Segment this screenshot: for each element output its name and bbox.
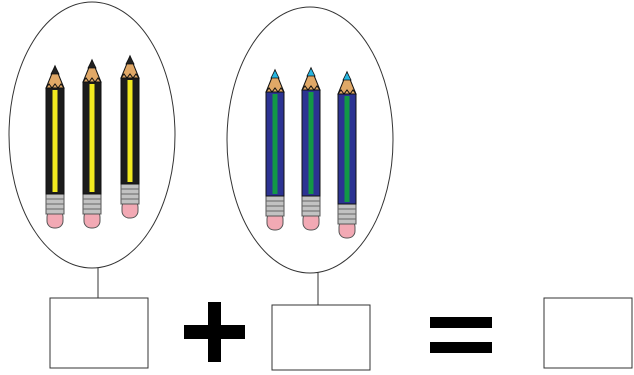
plus-sign — [184, 302, 245, 362]
right-pencil-group — [227, 7, 393, 305]
left-pencil-2 — [83, 60, 101, 228]
sum-box[interactable] — [544, 298, 632, 368]
left-pencil-3 — [121, 56, 139, 218]
left-pencil-1 — [46, 66, 64, 228]
second-addend-box[interactable] — [272, 305, 370, 370]
right-pencil-3 — [338, 72, 356, 238]
right-pencil-2 — [302, 68, 320, 230]
right-pencil-1 — [266, 70, 284, 230]
equals-sign — [430, 317, 492, 353]
first-addend-box[interactable] — [50, 298, 148, 368]
right-pencils — [266, 68, 356, 238]
left-pencil-group — [9, 2, 175, 298]
left-pencils — [46, 56, 139, 228]
